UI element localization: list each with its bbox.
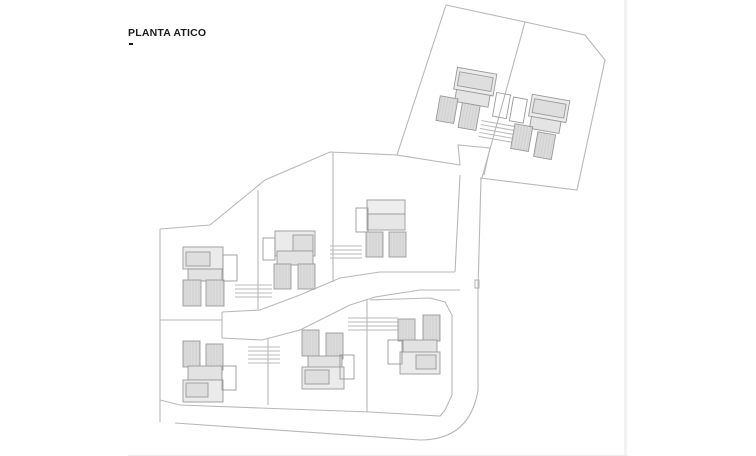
plot-north-left <box>396 4 526 179</box>
plot-west-outline <box>159 151 461 341</box>
house-west-2 <box>262 230 316 290</box>
house-south-3 <box>387 314 441 375</box>
stairs-west-2 <box>330 245 362 259</box>
house-south-2 <box>301 329 355 390</box>
stairs-south-1 <box>248 346 280 364</box>
page-edge-line <box>624 0 627 456</box>
plan-title: PLANTA ATICO <box>128 27 207 39</box>
stairs-west-1 <box>235 284 272 298</box>
house-north-right <box>508 93 571 161</box>
house-north-left <box>435 66 512 131</box>
plot-north-right <box>479 21 606 191</box>
house-west-1 <box>182 246 238 307</box>
stairs-south-2 <box>348 317 398 331</box>
title-underline-mark <box>129 43 133 45</box>
plot-south-outline <box>159 177 482 441</box>
house-south-1 <box>182 340 237 403</box>
house-west-3 <box>355 199 407 258</box>
